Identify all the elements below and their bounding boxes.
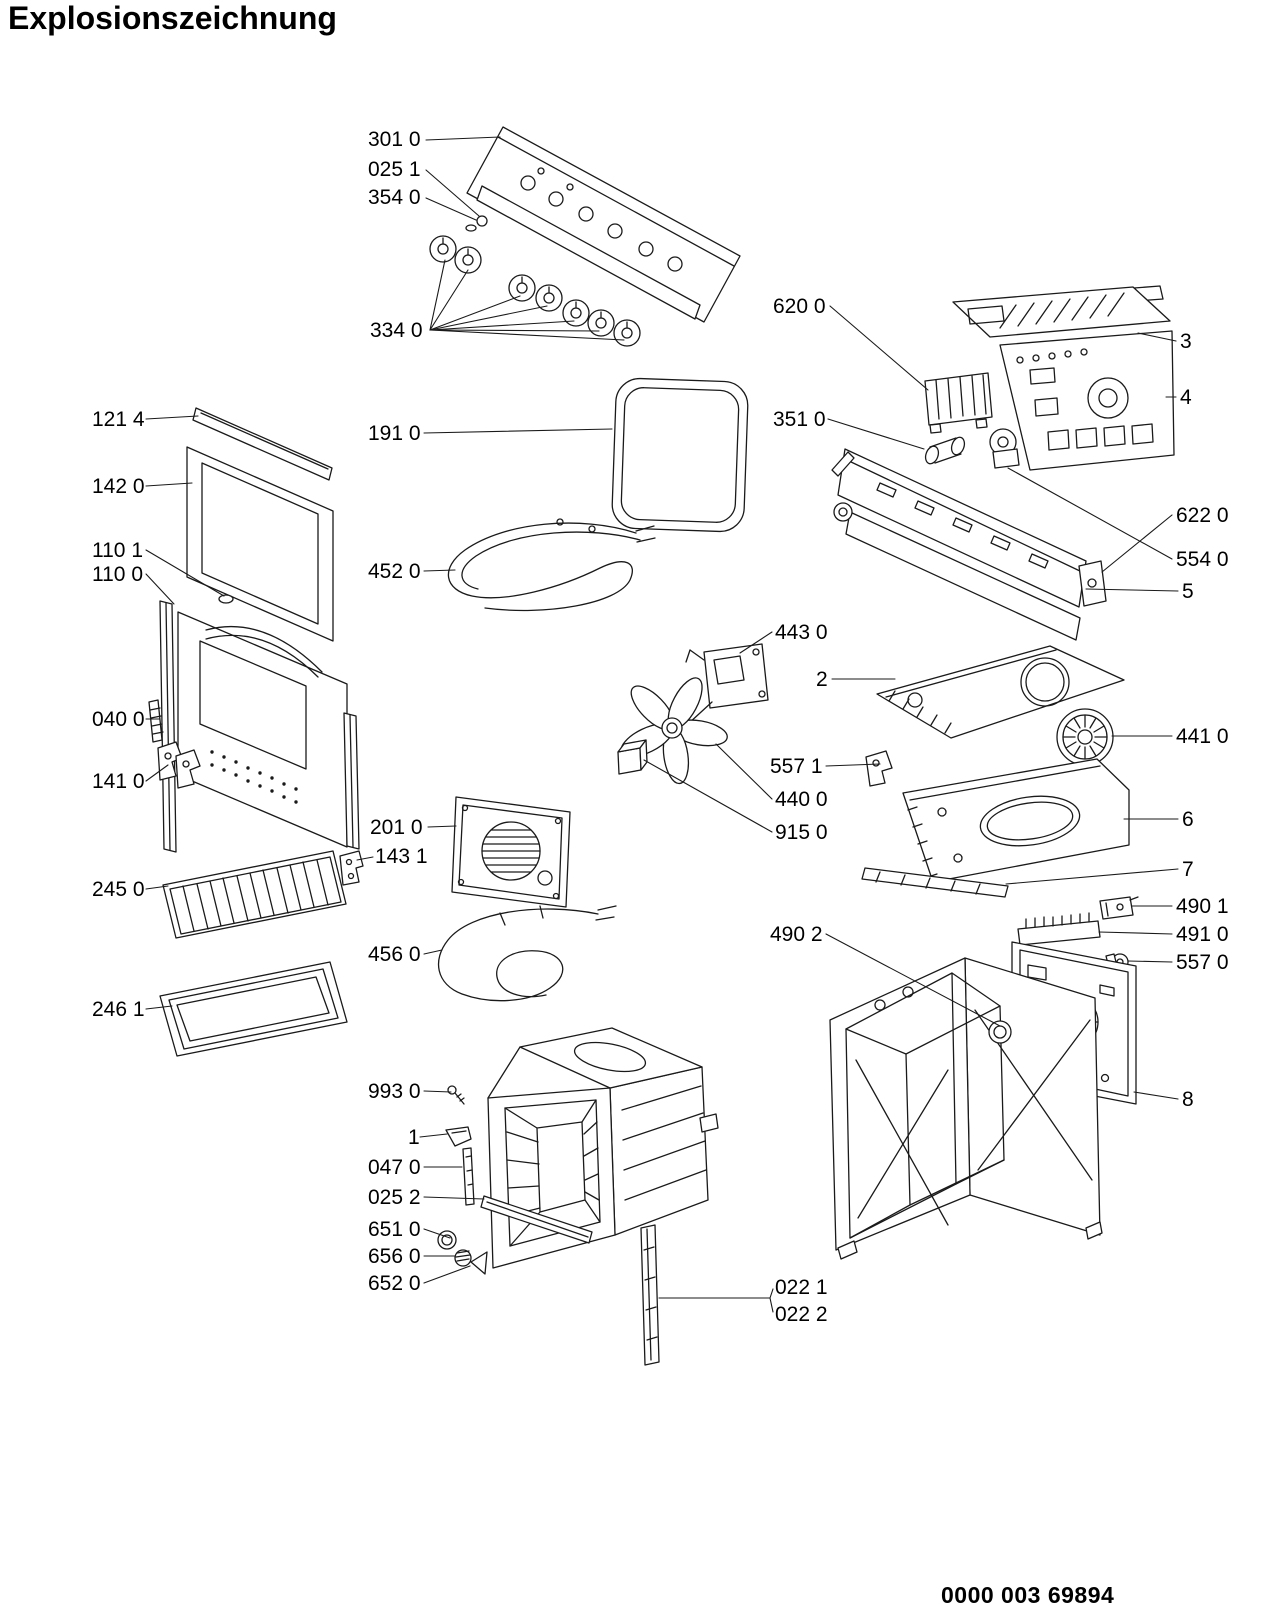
part-label-301-0: 301 0 xyxy=(368,128,421,151)
part-label-022-1: 022 1 xyxy=(775,1276,828,1299)
drawing-back-panel xyxy=(451,796,571,908)
drawing-bottom-panel xyxy=(902,758,1130,883)
part-label-557-0: 557 0 xyxy=(1176,951,1229,974)
drawing-fan-blade xyxy=(620,677,728,785)
part-label-245-0: 245 0 xyxy=(92,878,145,901)
part-label-110-0: 110 0 xyxy=(92,563,143,586)
drawing-roller xyxy=(924,436,966,465)
part-label-993-0: 993 0 xyxy=(368,1080,421,1103)
drawing-gasket-ring xyxy=(988,1020,1012,1044)
drawing-top-cover xyxy=(876,645,1125,739)
drawing-bottom-strip xyxy=(480,1195,593,1244)
part-label-191-0: 191 0 xyxy=(368,422,421,445)
drawing-hinge-bracket xyxy=(339,850,364,886)
drawing-door-seal xyxy=(611,377,749,533)
drawing-outer-housing xyxy=(829,957,1103,1260)
part-label-025-2: 025 2 xyxy=(368,1186,421,1209)
part-label-5: 5 xyxy=(1182,580,1194,603)
page-title: Explosionszeichnung xyxy=(8,0,337,36)
part-label-490-1: 490 1 xyxy=(1176,895,1229,918)
part-label-047-0: 047 0 xyxy=(368,1156,421,1179)
drawing-control-knobs xyxy=(429,235,641,347)
drawing-damper-cube xyxy=(617,739,648,775)
part-label-554-0: 554 0 xyxy=(1176,548,1229,571)
part-label-7: 7 xyxy=(1182,858,1194,881)
drawing-wire-rack xyxy=(162,850,347,939)
drawing-control-frame xyxy=(831,448,1107,641)
drawing-screw xyxy=(447,1085,465,1105)
drawing-clamp xyxy=(1099,896,1139,920)
part-label-656-0: 656 0 xyxy=(368,1245,421,1268)
drawing-door-rails xyxy=(159,600,360,853)
part-label-040-0: 040 0 xyxy=(92,708,145,731)
part-label-2: 2 xyxy=(816,668,828,691)
part-label-022-2: 022 2 xyxy=(775,1303,828,1326)
part-label-351-0: 351 0 xyxy=(773,408,826,431)
drawing-clip xyxy=(445,1126,472,1147)
drawing-side-strip xyxy=(462,1147,475,1206)
drawing-door-outer-glass xyxy=(186,446,334,642)
part-label-443-0: 443 0 xyxy=(775,621,828,644)
part-label-121-4: 121 4 xyxy=(92,408,145,431)
part-label-142-0: 142 0 xyxy=(92,475,145,498)
part-label-4: 4 xyxy=(1180,386,1192,409)
part-label-143-1: 143 1 xyxy=(375,845,428,868)
part-label-620-0: 620 0 xyxy=(773,295,826,318)
drawing-blower-wheel xyxy=(1056,708,1114,766)
drawing-grill-element xyxy=(447,518,656,612)
drawing-terminal-block xyxy=(924,372,993,434)
part-label-025-1: 025 1 xyxy=(368,158,421,181)
part-label-456-0: 456 0 xyxy=(368,943,421,966)
part-label-440-0: 440 0 xyxy=(775,788,828,811)
part-label-491-0: 491 0 xyxy=(1176,923,1229,946)
drawing-power-module xyxy=(952,285,1175,471)
part-label-246-1: 246 1 xyxy=(92,998,145,1021)
drawing-lamp-parts xyxy=(437,1230,488,1275)
drawing-door-inner-panel xyxy=(177,611,348,848)
part-label-3: 3 xyxy=(1180,330,1192,353)
part-label-622-0: 622 0 xyxy=(1176,504,1229,527)
drawing-fan-motor xyxy=(685,643,769,725)
drawing-door-hinges xyxy=(157,741,201,789)
drawing-terminal-strip xyxy=(1017,912,1101,946)
part-label-354-0: 354 0 xyxy=(368,186,421,209)
drawing-front-strip xyxy=(861,867,1009,898)
part-label-557-1: 557 1 xyxy=(770,755,823,778)
drawing-support-bracket xyxy=(865,750,893,787)
part-label-652-0: 652 0 xyxy=(368,1272,421,1295)
part-label-441-0: 441 0 xyxy=(1176,725,1229,748)
part-label-651-0: 651 0 xyxy=(368,1218,421,1241)
part-label-915-0: 915 0 xyxy=(775,821,828,844)
drawing-control-panel xyxy=(465,126,741,323)
drawing-oven-cavity xyxy=(487,1027,719,1269)
part-label-8: 8 xyxy=(1182,1088,1194,1111)
drawing-door-spring xyxy=(148,699,164,743)
drawing-baking-tray xyxy=(159,961,348,1057)
part-label-141-0: 141 0 xyxy=(92,770,145,793)
drawing-motor xyxy=(989,428,1020,469)
part-label-1: 1 xyxy=(408,1126,420,1149)
drawing-door-strip xyxy=(640,1224,660,1366)
part-label-452-0: 452 0 xyxy=(368,560,421,583)
part-label-110-1: 110 1 xyxy=(92,539,143,562)
leader-lines xyxy=(145,136,1179,1313)
document-number: 0000 003 69894 xyxy=(941,1582,1115,1608)
part-label-6: 6 xyxy=(1182,808,1194,831)
drawing-lower-element xyxy=(438,905,617,1002)
part-label-490-2: 490 2 xyxy=(770,923,823,946)
part-label-201-0: 201 0 xyxy=(370,816,423,839)
part-label-334-0: 334 0 xyxy=(370,319,423,342)
